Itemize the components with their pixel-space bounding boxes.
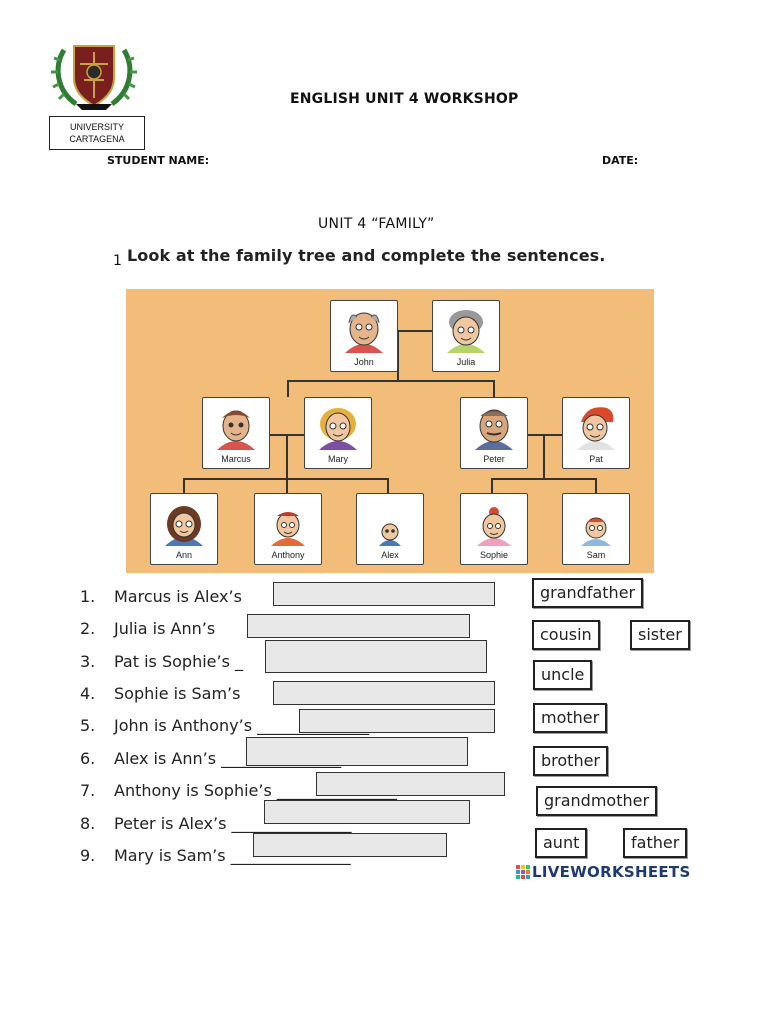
boy-face-icon [271,512,305,546]
sentence-text: Sophie is Sam’s [114,684,241,703]
family-card-anthony: Anthony [254,493,322,565]
word-grandfather[interactable]: grandfather [532,578,644,608]
family-card-sam: Sam [562,493,630,565]
word-father[interactable]: father [623,828,688,858]
family-name-pat: Pat [589,454,603,464]
liveworksheets-logo: LIVEWORKSHEETS [516,863,691,881]
sentence-text: John is Anthony’s [114,716,253,735]
unit-title: UNIT 4 “FAMILY” [318,216,435,232]
mother-face-icon [319,408,357,450]
liveworksheets-grid-icon [516,865,530,879]
liveworksheets-logo-text: LIVEWORKSHEETS [532,863,691,881]
family-card-pat: Pat [562,397,630,469]
sentence-number: 8. [80,814,96,833]
word-uncle[interactable]: uncle [533,660,593,690]
family-card-alex: Alex [356,493,424,565]
baby-face-icon [379,523,401,546]
answer-box-4[interactable] [273,681,495,705]
university-crest-logo [50,40,138,114]
sentence-text: Pat is Sophie’s [114,652,230,671]
word-aunt[interactable]: aunt [535,828,588,858]
exercise-number: 1 [113,253,122,269]
family-card-john: John [330,300,398,372]
sentence-2: 2. Julia is Ann’s [80,619,215,638]
sentence-4: 4. Sophie is Sam’s [80,684,240,703]
exercise-instruction: Look at the family tree and complete the… [127,246,606,265]
answer-box-9[interactable] [253,833,447,857]
family-name-alex: Alex [381,550,399,560]
sentence-text: Mary is Sam’s [114,846,226,865]
family-name-peter: Peter [483,454,505,464]
grandfather-face-icon [345,312,383,353]
answer-box-3[interactable] [265,640,487,673]
sentence-number: 4. [80,684,96,703]
family-card-ann: Ann [150,493,218,565]
sentence-number: 2. [80,619,96,638]
word-brother[interactable]: brother [533,746,609,776]
answer-box-2[interactable] [247,614,470,638]
sentence-number: 5. [80,716,96,735]
university-name-box: UNIVERSITY CARTAGENA [49,116,145,150]
family-name-ann: Ann [175,550,192,560]
family-name-mary: Mary [328,454,348,464]
sentence-number: 3. [80,652,96,671]
date-label: DATE: [602,154,639,167]
girl-face-icon [165,506,203,546]
family-name-anthony: Anthony [271,550,305,560]
sentence-1: 1. Marcus is Alex’s [80,587,242,606]
sentence-3: 3. Pat is Sophie’s _ [80,652,243,671]
answer-box-6[interactable] [246,737,468,766]
word-cousin[interactable]: cousin [532,620,600,650]
boy-face-icon [581,517,611,546]
sentence-blank: _ [235,652,244,671]
sentence-text: Alex is Ann’s [114,749,217,768]
family-tree-connectors [183,330,597,493]
family-name-sam: Sam [586,550,606,560]
sentence-text: Julia is Ann’s [114,619,216,638]
sentence-text: Anthony is Sophie’s [114,781,272,800]
father-face-icon [217,410,255,450]
sentence-number: 6. [80,749,96,768]
family-name-marcus: Marcus [221,454,251,464]
answer-box-8[interactable] [264,800,470,824]
family-card-marcus: Marcus [202,397,270,469]
word-grandmother[interactable]: grandmother [536,786,658,816]
sentence-number: 9. [80,846,96,865]
family-tree-image: John Julia Marcus Mary [126,289,654,573]
family-name-sophie: Sophie [479,550,509,560]
university-line-2: CARTAGENA [69,134,125,144]
family-name-julia: Julia [456,357,476,367]
document-title: ENGLISH UNIT 4 WORKSHOP [290,91,519,107]
sentence-number: 7. [80,781,96,800]
word-mother[interactable]: mother [533,703,608,733]
student-name-label: STUDENT NAME: [107,154,210,167]
uncle-face-icon [475,409,513,450]
answer-box-7[interactable] [316,772,505,796]
answer-box-5[interactable] [299,709,495,733]
family-card-sophie: Sophie [460,493,528,565]
sentence-number: 1. [80,587,96,606]
grandmother-face-icon [447,310,485,353]
aunt-face-icon [577,407,615,450]
university-line-1: UNIVERSITY [69,122,124,132]
word-sister[interactable]: sister [630,620,690,650]
girl-face-icon [477,507,511,546]
sentence-text: Peter is Alex’s [114,814,227,833]
family-card-peter: Peter [460,397,528,469]
family-card-mary: Mary [304,397,372,469]
family-card-julia: Julia [432,300,500,372]
family-name-john: John [354,357,374,367]
sentence-text: Marcus is Alex’s [114,587,242,606]
answer-box-1[interactable] [273,582,495,606]
